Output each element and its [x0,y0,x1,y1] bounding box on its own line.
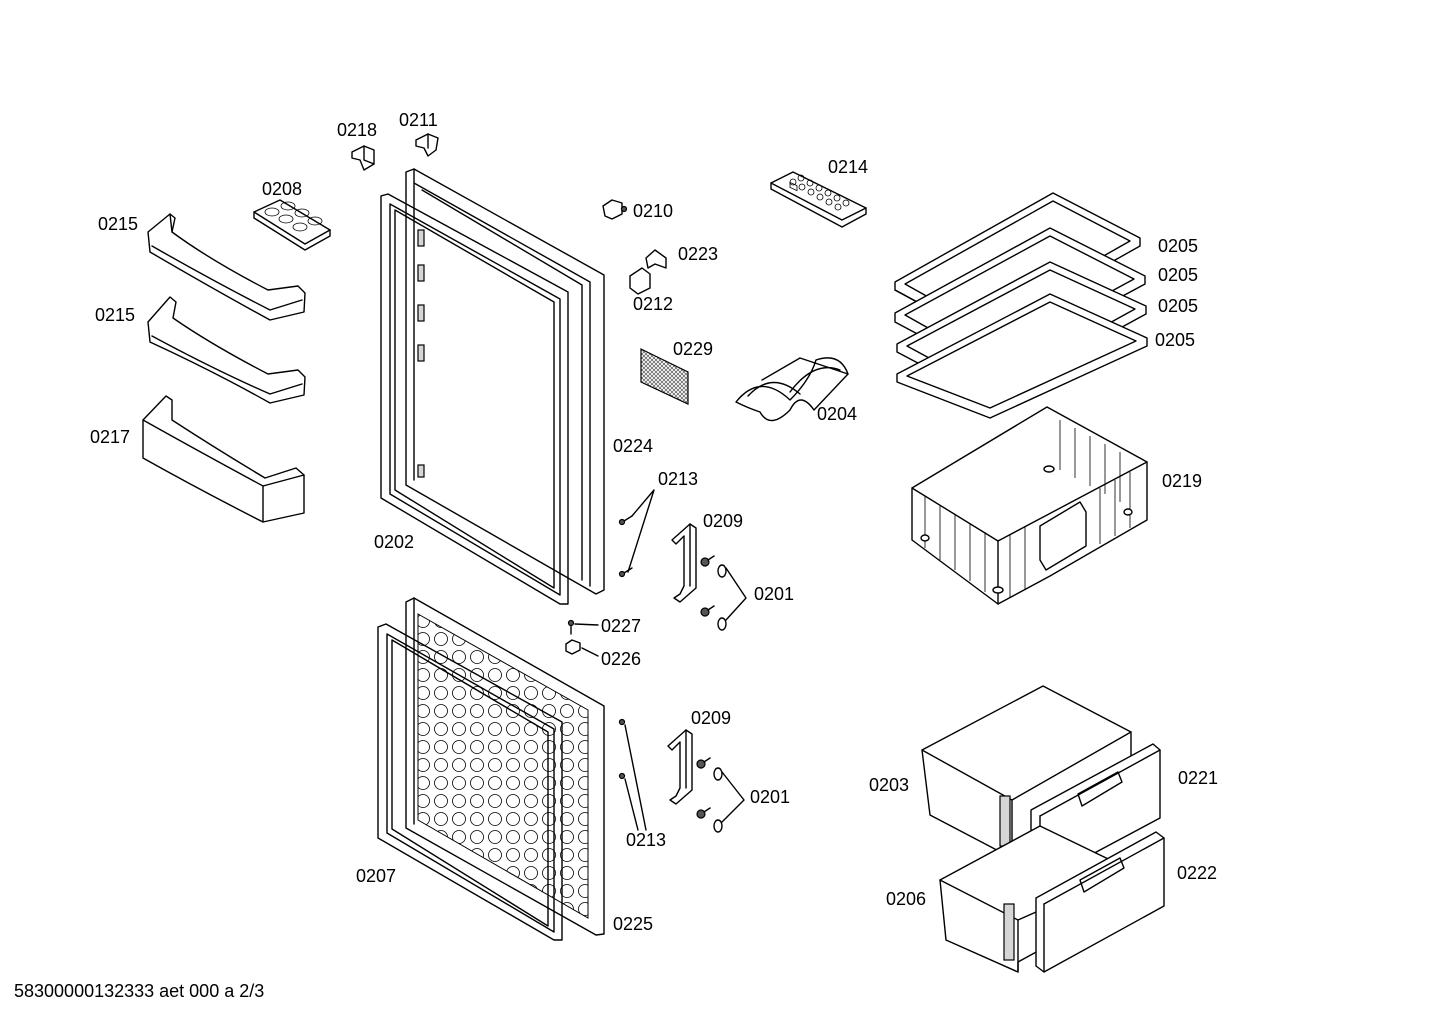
label-0224: 0224 [613,436,653,456]
door-shelf-0215-upper [147,213,306,321]
label-0219: 0219 [1162,471,1202,491]
label-0208: 0208 [262,179,302,199]
label-0214: 0214 [828,157,868,177]
label-0227: 0227 [601,616,641,636]
fan-cover-0210 [602,199,628,220]
label-0204: 0204 [817,404,857,424]
drawer-front-0222 [1035,831,1165,973]
screws-0213-lower [618,718,647,831]
label-0215-upper: 0215 [98,214,138,234]
handle-0209-upper [671,523,697,603]
handle-0209-lower [667,729,693,805]
label-0205-1: 0205 [1158,236,1198,256]
door-gasket-0207 [377,623,563,941]
screws-caps-0201-upper [700,555,747,631]
label-0215-lower: 0215 [95,305,135,325]
label-0210: 0210 [633,201,673,221]
label-0203: 0203 [869,775,909,795]
bracket-0226 [565,639,599,657]
screws-0213-upper [618,489,655,578]
label-0213-lower: 0213 [626,830,666,850]
label-0202: 0202 [374,532,414,552]
lamp-bracket-0223 [645,249,667,269]
label-0205-4: 0205 [1155,330,1195,350]
label-0209-upper: 0209 [703,511,743,531]
label-0221: 0221 [1178,768,1218,788]
filter-mesh-0229 [640,348,689,405]
label-0201-lower: 0201 [750,787,790,807]
label-0229: 0229 [673,339,713,359]
label-0205-3: 0205 [1158,296,1198,316]
label-0205-2: 0205 [1158,265,1198,285]
egg-tray-0208 [253,199,331,251]
door-shelf-0215-lower [147,296,306,404]
switch-0212 [629,267,651,295]
door-gasket-0202 [380,193,569,605]
label-0207: 0207 [356,866,396,886]
label-0226: 0226 [601,649,641,669]
label-0217: 0217 [90,427,130,447]
screws-caps-0201-lower [696,757,745,833]
bottle-rack-0204 [735,357,849,422]
hinge-cover-0218 [351,145,375,171]
label-0206: 0206 [886,889,926,909]
ice-cube-tray-0214 [770,171,867,228]
hinge-cover-0211 [415,133,439,157]
label-0222: 0222 [1177,863,1217,883]
label-0225: 0225 [613,914,653,934]
screw-0227 [567,619,599,635]
glass-shelves-0205 [894,192,1148,419]
label-0209-lower: 0209 [691,708,731,728]
basket-0219 [911,406,1148,605]
label-0201-upper: 0201 [754,584,794,604]
label-0212: 0212 [633,294,673,314]
drawing-reference: 58300000132333 aet 000 a 2/3 [14,981,264,1001]
label-0218: 0218 [337,120,377,140]
label-0213-upper: 0213 [658,469,698,489]
label-0223: 0223 [678,244,718,264]
label-0211: 0211 [399,110,438,130]
door-bin-0217 [142,395,305,523]
